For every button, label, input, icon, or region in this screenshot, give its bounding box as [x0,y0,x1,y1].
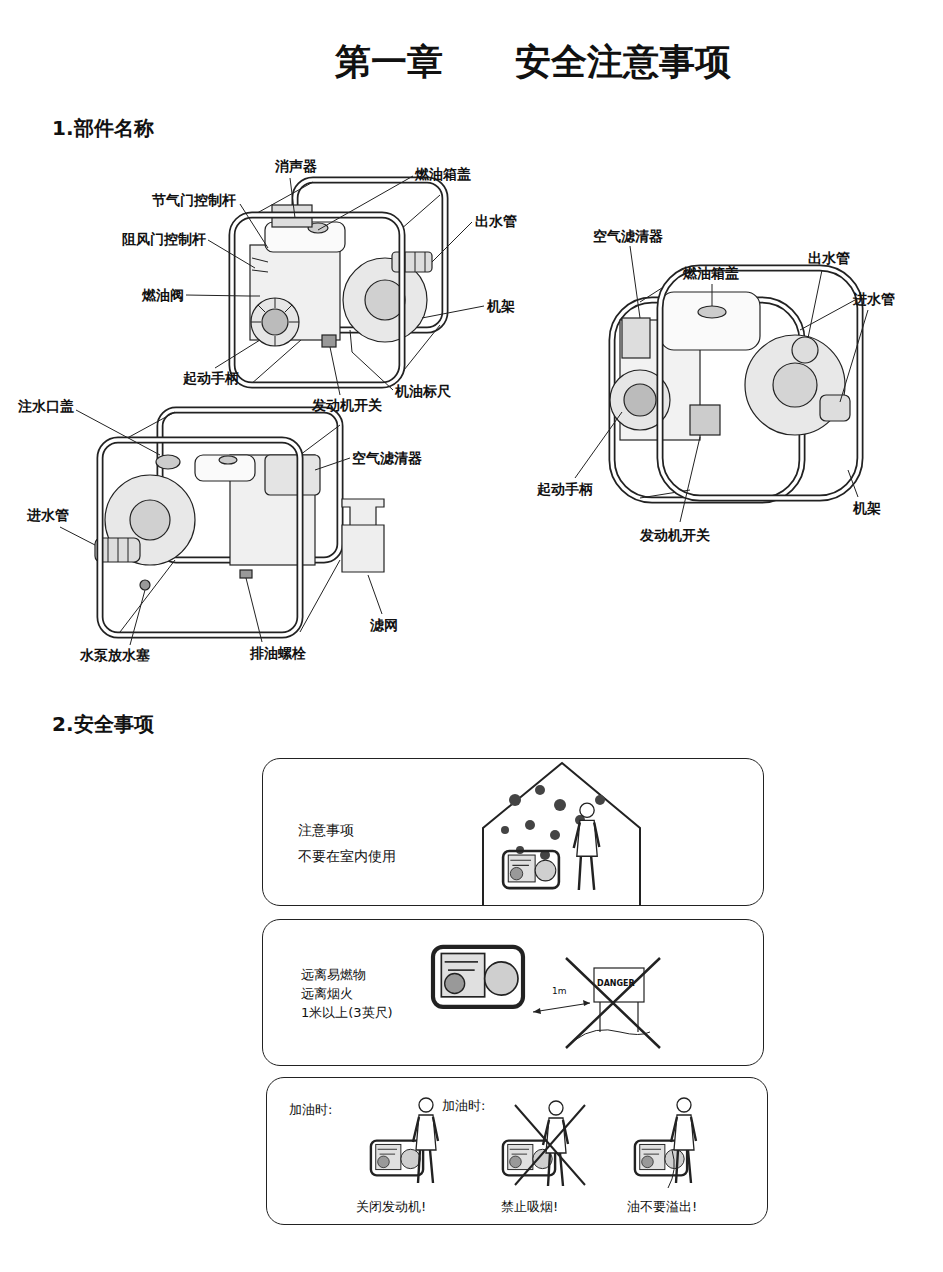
part-label: 消声器 [275,158,317,175]
part-label: 进水管 [27,507,69,524]
panel-text: 加油时: [442,1098,485,1115]
part-label: 燃油阀 [142,287,184,304]
part-label: 机架 [487,298,515,315]
dimension-label: 1m [552,986,567,997]
part-label: 发动机开关 [640,527,710,544]
panel-text: 不要在室内使用 [298,847,396,865]
section-heading: 2.安全事项 [52,712,154,736]
part-label: 起动手柄 [183,370,239,387]
part-label: 燃油箱盖 [415,166,471,183]
part-label: 水泵放水塞 [80,647,150,664]
part-label: 节气门控制杆 [152,192,236,209]
section-heading: 1.部件名称 [52,116,154,140]
part-label: 空气滤清器 [352,450,422,467]
panel-text: 油不要溢出! [627,1199,697,1216]
part-label: 阻风门控制杆 [122,231,206,248]
panel-heading: 加油时: [289,1102,332,1119]
safety-panel: 远离易燃物 远离烟火 1米以上(3英尺) [262,919,764,1066]
part-label: 机油标尺 [395,383,451,400]
panel-heading: 远离易燃物 远离烟火 1米以上(3英尺) [301,966,401,1023]
panel-text: 关闭发动机! [356,1199,426,1216]
panel-heading: 注意事项 [298,821,354,839]
part-label: 起动手柄 [537,481,593,498]
part-label: 机架 [853,500,881,517]
panel-text: 禁止吸烟! [501,1199,558,1216]
part-label: 出水管 [808,250,850,267]
part-label: 注水口盖 [18,398,74,415]
part-label: 进水管 [853,291,895,308]
part-label: 排油螺栓 [250,645,306,662]
page-title: 第一章 安全注意事项 [335,40,731,83]
part-label: 燃油箱盖 [683,265,739,282]
part-label: 发动机开关 [312,397,382,414]
safety-panel: 加油时: 加油时: 关闭发动机! 禁止吸烟! 油不要溢出! [266,1077,768,1225]
part-label: 出水管 [475,213,517,230]
safety-panel: 注意事项不要在室内使用 [262,758,764,906]
part-label: 滤网 [370,617,398,634]
part-label: 空气滤清器 [593,228,663,245]
sign-text: DANGER [597,979,635,989]
